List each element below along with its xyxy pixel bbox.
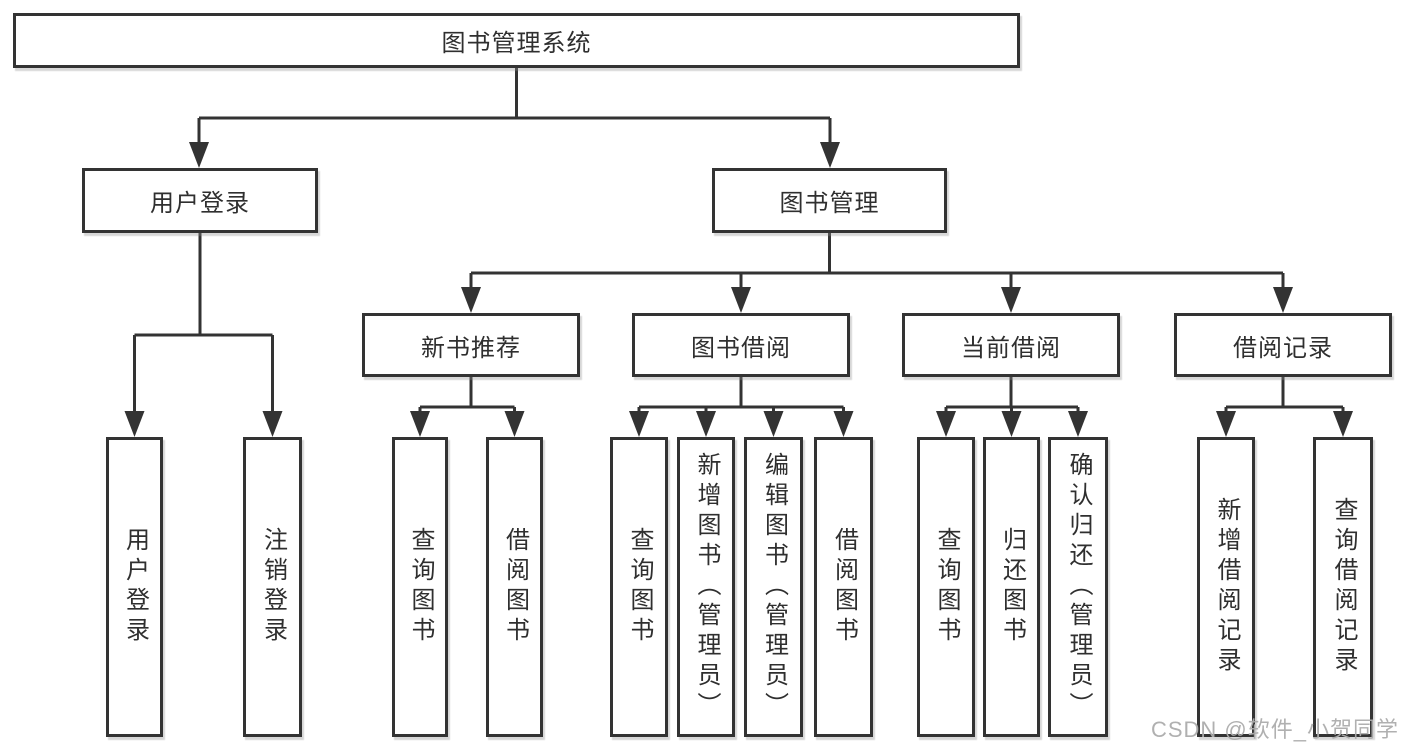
arrow-down-icon — [1001, 287, 1021, 313]
arrow-down-icon — [763, 411, 784, 437]
leaf-rec-borrow-book: 借阅图书 — [486, 437, 543, 737]
connector-current-borrow-branch — [936, 377, 1088, 437]
arrow-down-icon — [629, 411, 649, 437]
connector-new-book-rec-branch — [410, 377, 525, 437]
leaf-logout: 注销登录 — [243, 437, 302, 737]
node-new-book-recommend: 新书推荐 — [362, 313, 580, 377]
arrow-down-icon — [124, 411, 145, 437]
leaf-cb-confirm-return-admin: 确认归还（管理员） — [1048, 437, 1108, 737]
connector-root-to-level2 — [189, 68, 840, 168]
leaf-bb-borrow-book: 借阅图书 — [814, 437, 873, 737]
node-current-borrowing: 当前借阅 — [902, 313, 1120, 377]
arrow-down-icon — [1333, 411, 1353, 437]
connector-user-login-branch — [124, 233, 283, 437]
leaf-cb-return-book: 归还图书 — [983, 437, 1040, 737]
arrow-down-icon — [262, 411, 283, 437]
arrow-down-icon — [1273, 287, 1293, 313]
arrow-down-icon — [696, 411, 716, 437]
node-book-management: 图书管理 — [712, 168, 947, 233]
leaf-bb-edit-book-admin: 编辑图书（管理员） — [744, 437, 803, 737]
leaf-br-add-record: 新增借阅记录 — [1197, 437, 1255, 737]
node-book-borrowing: 图书借阅 — [632, 313, 850, 377]
arrow-down-icon — [410, 411, 430, 437]
leaf-cb-query-book: 查询图书 — [917, 437, 975, 737]
connector-book-mgmt-branch — [461, 233, 1293, 313]
node-borrow-records: 借阅记录 — [1174, 313, 1392, 377]
leaf-bb-query-book: 查询图书 — [610, 437, 668, 737]
arrow-down-icon — [833, 411, 854, 437]
arrow-down-icon — [1001, 411, 1022, 437]
arrow-down-icon — [820, 142, 840, 168]
node-user-login: 用户登录 — [82, 168, 318, 233]
leaf-br-query-record: 查询借阅记录 — [1313, 437, 1373, 737]
arrow-down-icon — [1216, 411, 1236, 437]
csdn-watermark: CSDN @软件_小贺同学 — [1150, 717, 1399, 742]
connector-borrow-record-branch — [1216, 377, 1353, 437]
arrow-down-icon — [189, 142, 209, 168]
arrow-down-icon — [461, 287, 481, 313]
leaf-user-login: 用户登录 — [106, 437, 163, 737]
connector-book-borrow-branch — [629, 377, 854, 437]
leaf-bb-add-book-admin: 新增图书（管理员） — [677, 437, 735, 737]
arrow-down-icon — [731, 287, 751, 313]
arrow-down-icon — [936, 411, 956, 437]
leaf-rec-query-book: 查询图书 — [392, 437, 448, 737]
arrow-down-icon — [504, 411, 525, 437]
node-root-library-system: 图书管理系统 — [13, 13, 1020, 68]
arrow-down-icon — [1068, 411, 1088, 437]
